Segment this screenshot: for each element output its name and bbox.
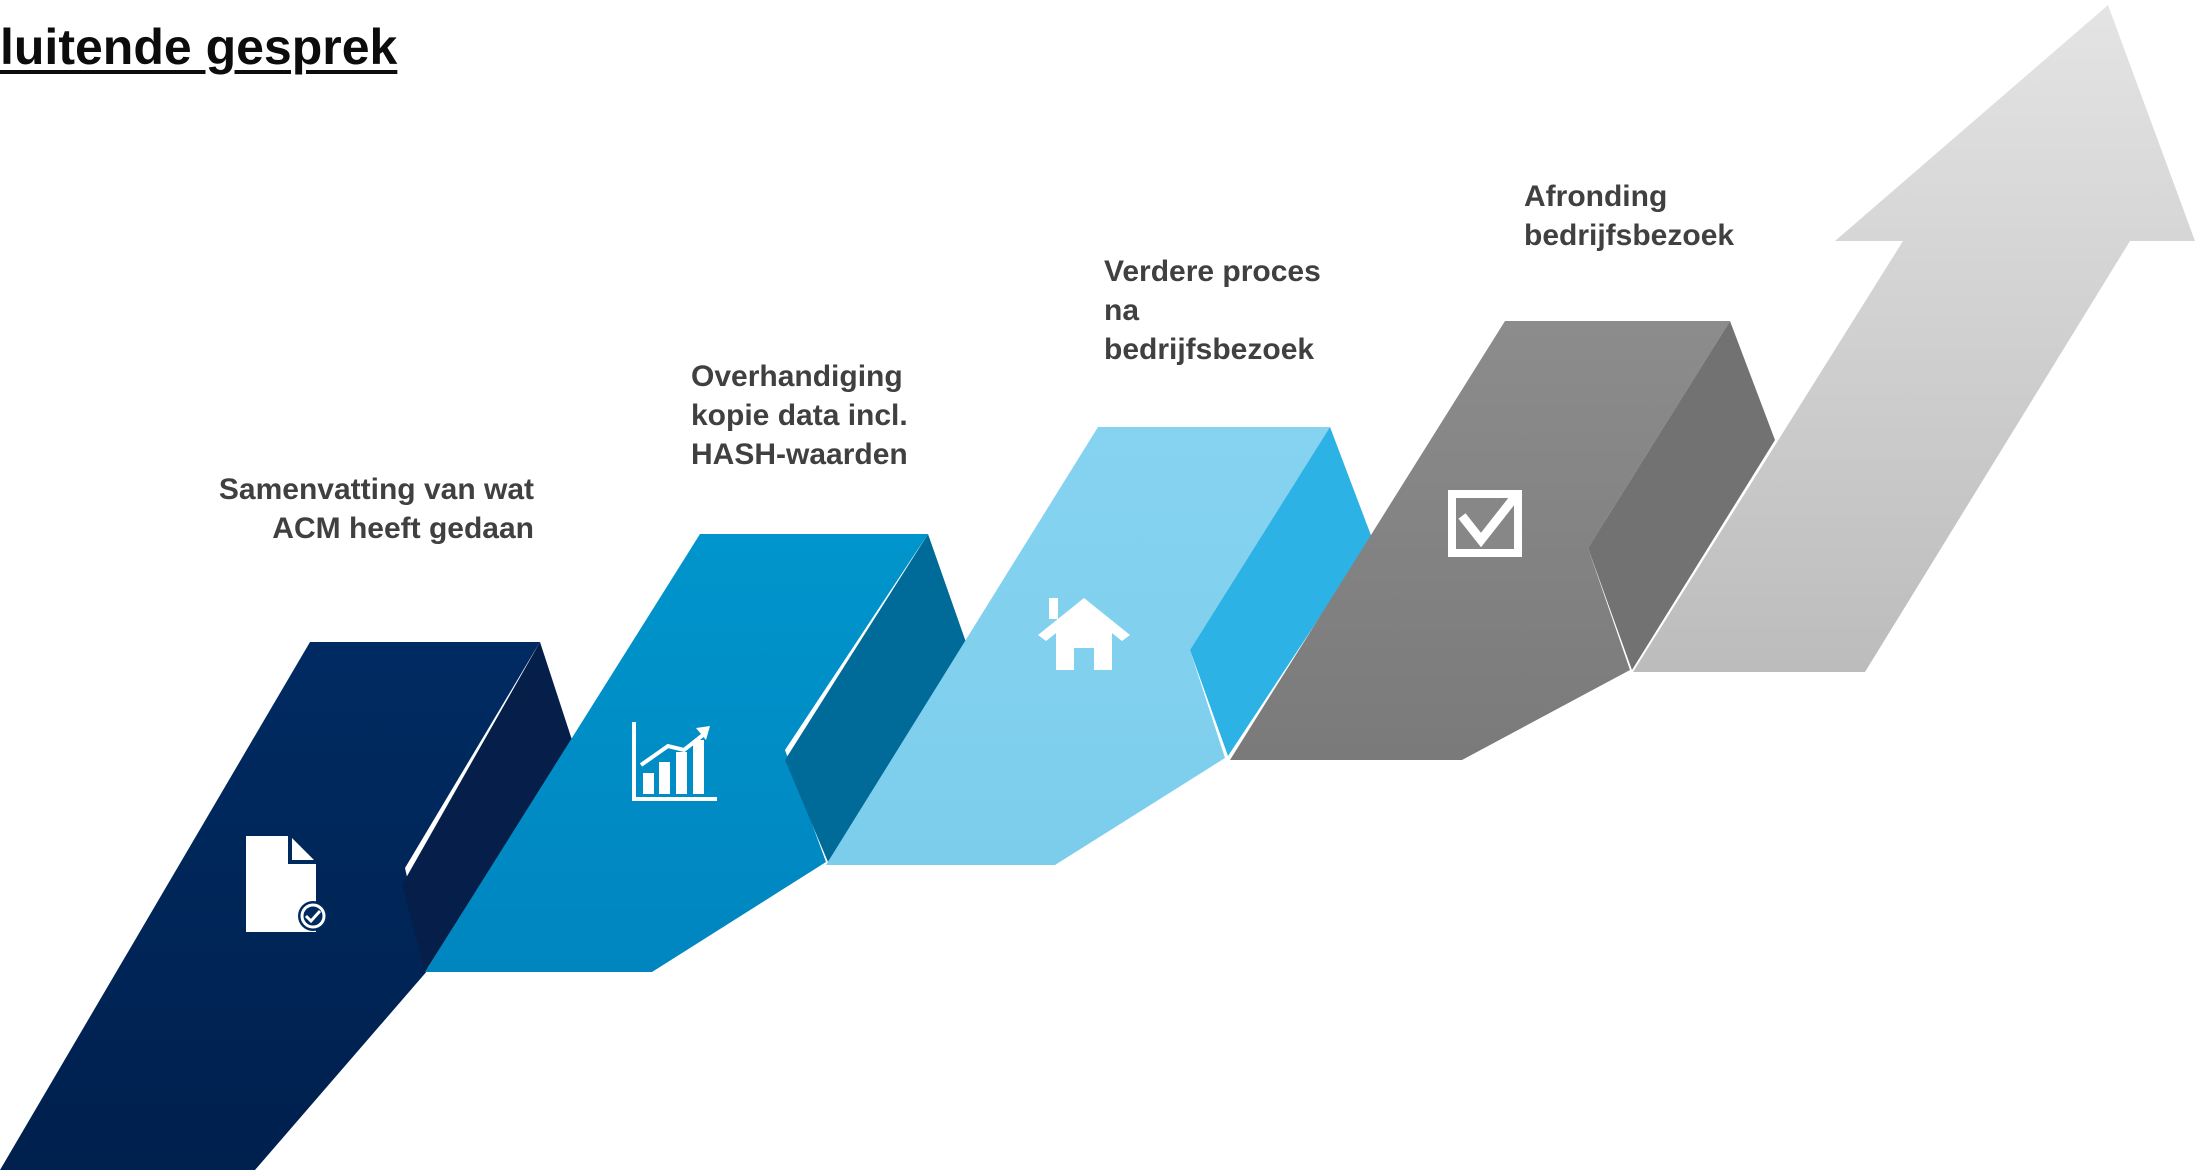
checkbox-icon: [1448, 490, 1522, 557]
step-4-label: Afronding bedrijfsbezoek: [1524, 180, 1735, 252]
document-check-icon: [246, 836, 328, 932]
step-3-label: Verdere proces na bedrijfsbezoek: [1104, 255, 1321, 366]
step-2-label: Overhandiging kopie data incl. HASH-waar…: [691, 360, 908, 471]
page-title: luitende gesprek: [0, 19, 398, 75]
bar-chart-growth-icon: [632, 722, 717, 801]
house-icon: [1038, 598, 1130, 670]
step-1-label: Samenvatting van wat ACM heeft gedaan: [218, 473, 534, 545]
up-arrow-icon: [1633, 5, 2195, 672]
